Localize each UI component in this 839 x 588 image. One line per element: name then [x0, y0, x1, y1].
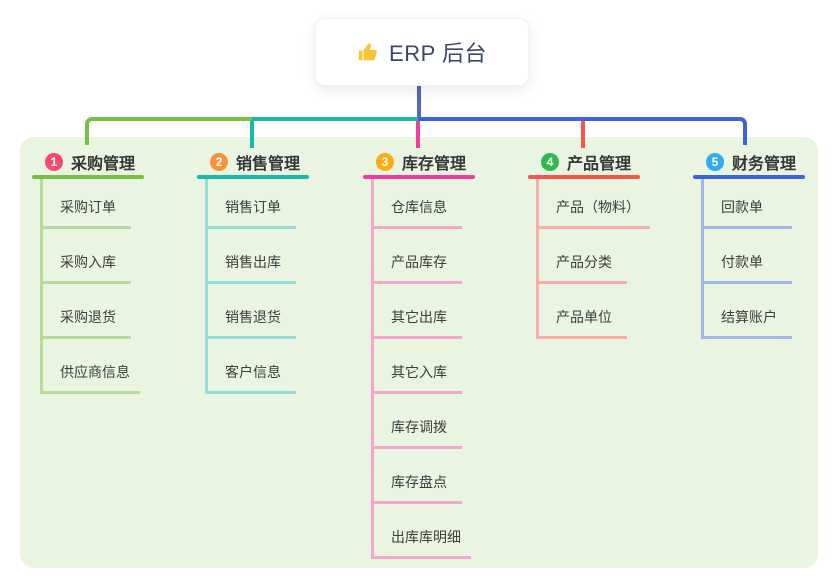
- branch-children: 回款单付款单结算账户: [701, 179, 792, 339]
- child-node-label: 采购入库: [60, 254, 116, 270]
- branch-node[interactable]: 1 采购管理: [32, 148, 144, 175]
- child-node-label: 结算账户: [721, 309, 777, 325]
- root-connector-line: [417, 84, 421, 121]
- child-node-label: 产品分类: [556, 254, 612, 270]
- child-node[interactable]: 产品（物料）: [539, 179, 650, 229]
- branch-children: 销售订单销售出库销售退货客户信息: [205, 179, 296, 394]
- root-node-label: ERP 后台: [389, 41, 487, 66]
- child-node[interactable]: 采购订单: [43, 179, 131, 229]
- child-node-label: 其它出库: [391, 309, 447, 325]
- thumbs-up-icon: [357, 41, 379, 63]
- branches-background-panel: [20, 137, 818, 568]
- child-node-label: 产品库存: [391, 254, 447, 270]
- child-node-label: 产品单位: [556, 309, 612, 325]
- child-node-label: 销售退货: [225, 309, 281, 325]
- branch-3: 3 库存管理仓库信息产品库存其它出库其它入库库存调拨库存盘点出库库明细: [363, 148, 475, 559]
- child-node-label: 产品（物料）: [556, 199, 640, 215]
- branch-underline: [32, 175, 144, 179]
- child-node[interactable]: 产品分类: [539, 229, 627, 284]
- branch-index-badge: 2: [210, 152, 228, 171]
- child-node-label: 付款单: [721, 254, 763, 270]
- branch-node[interactable]: 5 财务管理: [693, 148, 805, 175]
- child-node[interactable]: 库存盘点: [374, 449, 462, 504]
- child-node-label: 库存调拨: [391, 419, 447, 435]
- branch-node-label: 产品管理: [567, 155, 632, 173]
- branch-1: 1 采购管理采购订单采购入库采购退货供应商信息: [32, 148, 144, 394]
- branch-4: 4 产品管理产品（物料） 产品分类产品单位: [528, 148, 650, 339]
- root-node[interactable]: ERP 后台: [315, 18, 529, 86]
- child-node[interactable]: 销售退货: [208, 284, 296, 339]
- child-node[interactable]: 供应商信息: [43, 339, 140, 394]
- branch-node-label: 库存管理: [402, 155, 467, 173]
- branch-children: 采购订单采购入库采购退货供应商信息: [40, 179, 140, 394]
- child-node[interactable]: 采购入库: [43, 229, 131, 284]
- child-node[interactable]: 结算账户: [704, 284, 792, 339]
- child-node[interactable]: 其它入库: [374, 339, 462, 394]
- child-node[interactable]: 销售出库: [208, 229, 296, 284]
- child-node-label: 库存盘点: [391, 474, 447, 490]
- child-node-label: 销售订单: [225, 199, 281, 215]
- child-node[interactable]: 其它出库: [374, 284, 462, 339]
- branch-node-label: 采购管理: [71, 155, 136, 173]
- child-node-label: 客户信息: [225, 364, 281, 380]
- child-node-label: 采购订单: [60, 199, 116, 215]
- child-node-label: 供应商信息: [60, 364, 130, 380]
- bus-segment-sales: [252, 117, 418, 121]
- branch-index-badge: 5: [706, 152, 724, 171]
- child-node[interactable]: 产品库存: [374, 229, 462, 284]
- child-node[interactable]: 产品单位: [539, 284, 627, 339]
- bus-segment-finance: [418, 117, 747, 145]
- child-node[interactable]: 销售订单: [208, 179, 296, 229]
- child-node-label: 回款单: [721, 199, 763, 215]
- branch-underline: [363, 175, 475, 179]
- branch-children: 仓库信息产品库存其它出库其它入库库存调拨库存盘点出库库明细: [371, 179, 471, 559]
- child-node[interactable]: 库存调拨: [374, 394, 462, 449]
- branch-node[interactable]: 3 库存管理: [363, 148, 475, 175]
- child-node-label: 采购退货: [60, 309, 116, 325]
- branch-underline: [693, 175, 805, 179]
- branch-node[interactable]: 2 销售管理: [197, 148, 309, 175]
- branch-2: 2 销售管理销售订单销售出库销售退货客户信息: [197, 148, 309, 394]
- branch-index-badge: 4: [541, 152, 559, 171]
- branch-index-badge: 3: [376, 152, 394, 171]
- branch-index-badge: 1: [45, 152, 63, 171]
- child-node-label: 出库库明细: [391, 529, 461, 545]
- branch-node[interactable]: 4 产品管理: [528, 148, 650, 175]
- drop-line-inventory: [416, 121, 420, 148]
- branch-node-label: 财务管理: [732, 155, 797, 173]
- child-node-label: 其它入库: [391, 364, 447, 380]
- child-node[interactable]: 采购退货: [43, 284, 131, 339]
- branch-underline: [197, 175, 309, 179]
- child-node[interactable]: 出库库明细: [374, 504, 471, 559]
- child-node-label: 销售出库: [225, 254, 281, 270]
- drop-line-product: [581, 121, 585, 148]
- child-node-label: 仓库信息: [391, 199, 447, 215]
- branch-underline: [528, 175, 640, 179]
- bus-segment-purchase: [85, 117, 252, 145]
- child-node[interactable]: 仓库信息: [374, 179, 462, 229]
- child-node[interactable]: 回款单: [704, 179, 792, 229]
- branch-children: 产品（物料） 产品分类产品单位: [536, 179, 650, 339]
- branch-5: 5 财务管理回款单付款单结算账户: [693, 148, 805, 339]
- child-node[interactable]: 付款单: [704, 229, 792, 284]
- drop-line-sales: [250, 121, 254, 148]
- branch-node-label: 销售管理: [236, 155, 301, 173]
- child-node[interactable]: 客户信息: [208, 339, 296, 394]
